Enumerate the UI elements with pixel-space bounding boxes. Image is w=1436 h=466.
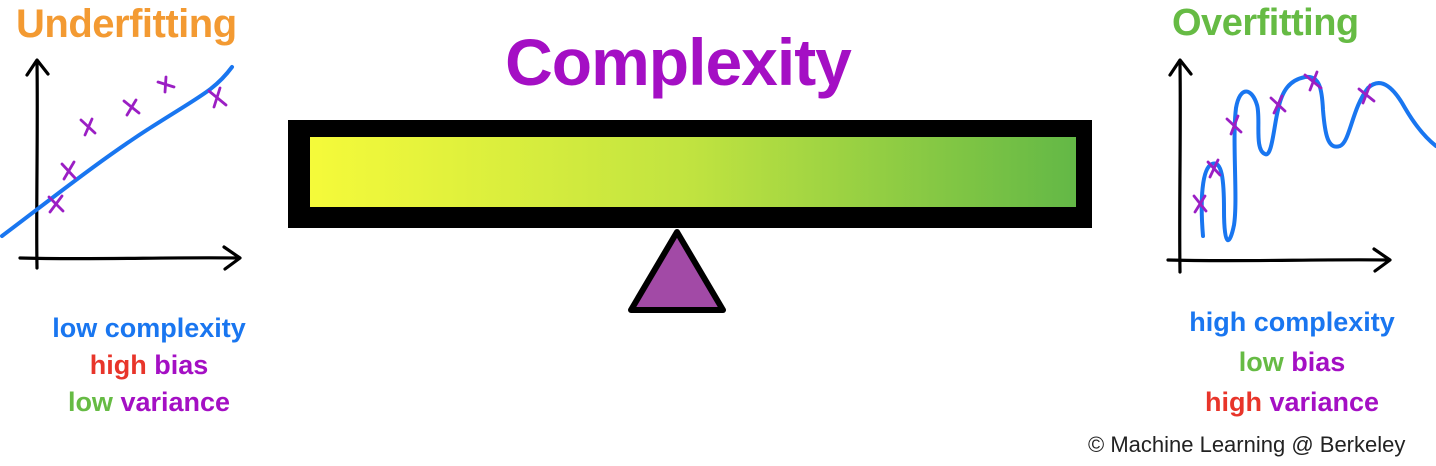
x-axis bbox=[1166, 258, 1390, 263]
triangle-fulcrum-icon bbox=[628, 229, 726, 313]
high-complexity-text: high complexity bbox=[1189, 307, 1395, 337]
variance-level: low bbox=[67, 387, 113, 417]
overfitting-title: Overfitting bbox=[1172, 2, 1359, 44]
cross-marker-icon bbox=[1192, 194, 1208, 214]
overfitting-axes bbox=[1166, 58, 1392, 274]
underfitting-axes bbox=[18, 58, 242, 271]
y-axis bbox=[35, 60, 39, 270]
cross-marker-icon bbox=[79, 117, 97, 137]
overfit-data-points bbox=[1192, 70, 1376, 214]
cross-marker-icon bbox=[1225, 114, 1243, 136]
bias-label: high bias bbox=[30, 347, 268, 384]
x-axis-arrow-icon bbox=[222, 245, 242, 271]
cross-marker-icon bbox=[47, 194, 65, 214]
variance-label: low variance bbox=[30, 384, 268, 421]
cross-marker-icon bbox=[1269, 94, 1287, 115]
y-axis bbox=[1178, 62, 1182, 274]
cross-marker-icon bbox=[60, 160, 77, 181]
complexity-title: Complexity bbox=[505, 25, 852, 99]
bias-label: low bias bbox=[1170, 342, 1414, 382]
cross-marker-icon bbox=[156, 75, 176, 94]
cross-marker-icon bbox=[122, 98, 141, 117]
complexity-seesaw bbox=[288, 120, 1092, 313]
complexity-label: low complexity bbox=[30, 310, 268, 347]
copyright-notice: © Machine Learning @ Berkeley bbox=[1088, 432, 1406, 457]
complexity-label: high complexity bbox=[1170, 302, 1414, 342]
variance-word: variance bbox=[1269, 387, 1380, 417]
cross-marker-icon bbox=[1303, 70, 1323, 92]
complexity-gradient-bar bbox=[310, 137, 1076, 207]
bias-word: bias bbox=[154, 350, 209, 380]
y-axis-arrow-icon bbox=[1168, 58, 1193, 77]
underfitting-stats: low complexity high bias low variance bbox=[30, 310, 268, 421]
x-axis-arrow-icon bbox=[1372, 247, 1392, 273]
bias-level: high bbox=[89, 350, 147, 380]
underfit-fit-line bbox=[0, 65, 234, 238]
variance-word: variance bbox=[120, 387, 231, 417]
overfit-fit-curve bbox=[1199, 74, 1436, 243]
overfitting-plot bbox=[1166, 58, 1436, 274]
variance-label: high variance bbox=[1170, 382, 1414, 422]
cross-marker-icon bbox=[1357, 83, 1376, 105]
variance-level: high bbox=[1204, 387, 1262, 417]
overfitting-stats: high complexity low bias high variance bbox=[1170, 302, 1414, 422]
cross-marker-icon bbox=[1206, 158, 1222, 179]
underfitting-plot bbox=[0, 58, 242, 271]
underfit-data-points bbox=[47, 75, 228, 214]
underfitting-title: Underfitting bbox=[16, 2, 237, 46]
y-axis-arrow-icon bbox=[25, 58, 50, 77]
bias-word: bias bbox=[1291, 347, 1346, 377]
low-complexity-text: low complexity bbox=[52, 313, 246, 343]
cross-marker-icon bbox=[207, 86, 228, 109]
x-axis bbox=[18, 256, 240, 261]
bias-level: low bbox=[1238, 347, 1284, 377]
